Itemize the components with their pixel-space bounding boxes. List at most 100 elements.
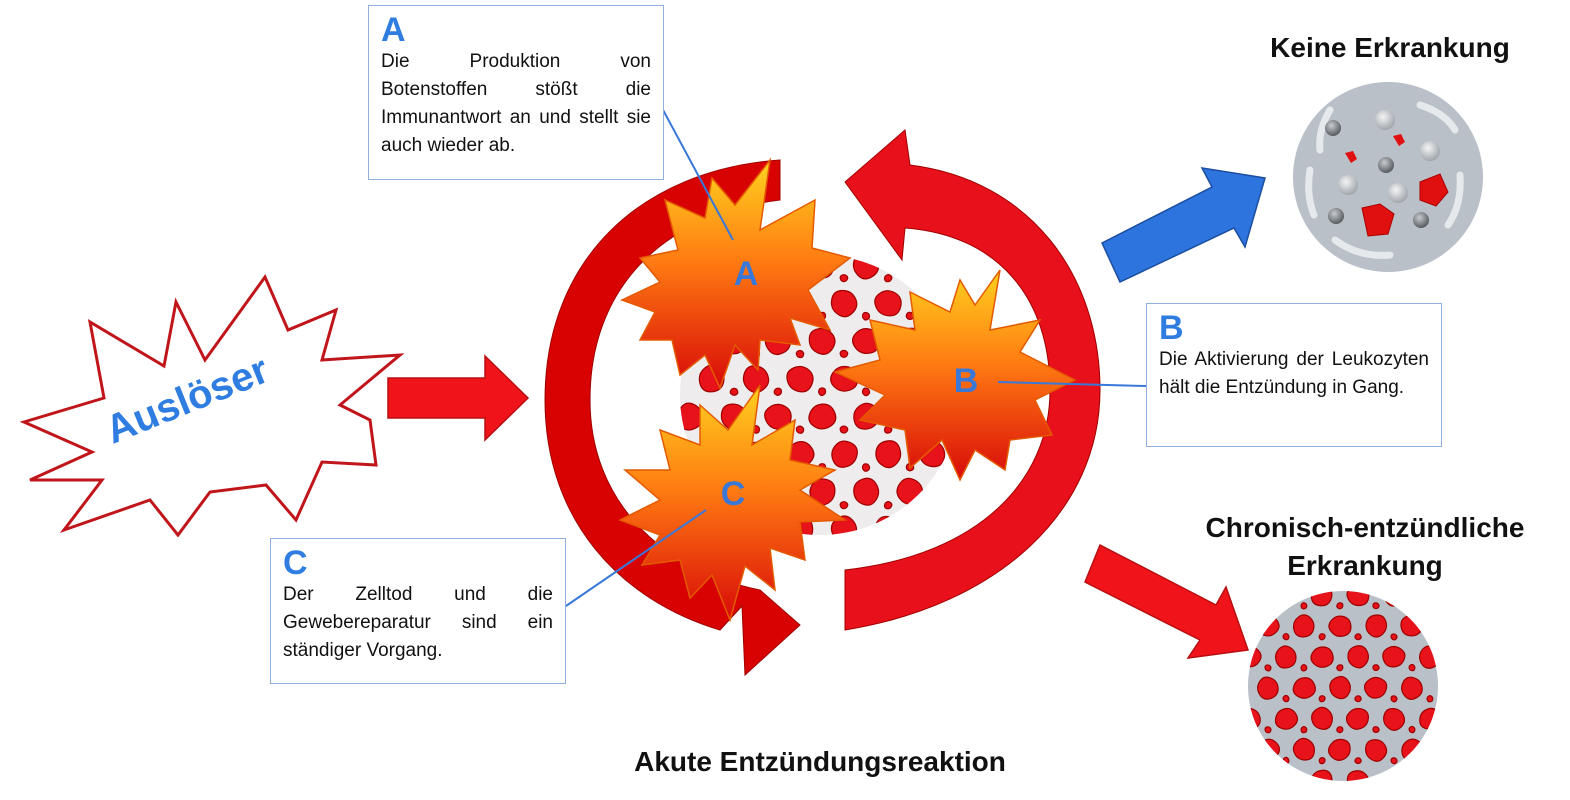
callout-a-text: Die Produktion von Botenstoffen stößt di…	[381, 51, 651, 156]
tissue-cell	[1401, 676, 1423, 700]
tissue-cell	[1445, 789, 1451, 795]
tissue-cell	[839, 501, 849, 510]
callout-c-text: Der Zelltod und die Gewebereparatur sind…	[283, 584, 553, 661]
burst-a-letter: A	[734, 255, 759, 293]
tissue-cell	[1336, 602, 1344, 610]
tissue-cell	[1310, 646, 1334, 668]
tissue-cell	[883, 273, 893, 283]
tissue-cell	[1256, 614, 1280, 637]
callout-b: B Die Aktivierung der Leukozyten hält di…	[1146, 303, 1442, 447]
tissue-cell	[861, 387, 871, 397]
burst-b-letter: B	[954, 362, 979, 400]
tissue-cell	[1418, 591, 1438, 606]
tissue-cell	[1426, 756, 1434, 765]
tissue-cell	[1292, 737, 1315, 761]
tissue-cell	[874, 515, 902, 535]
tissue-cell	[1382, 645, 1406, 668]
chronic-outcome-arrow	[1084, 543, 1250, 659]
trigger-arrow	[387, 354, 530, 442]
tissue-cell	[795, 425, 805, 434]
tissue-cell	[927, 500, 936, 510]
chronic-outcome-title-line1: Chronisch-entzündliche	[1205, 512, 1525, 543]
tissue-cell	[1336, 726, 1344, 734]
tissue-cell	[830, 289, 858, 318]
center-title: Akute Entzündungsreaktion	[634, 746, 1006, 777]
callout-c: C Der Zelltod und die Gewebereparatur si…	[270, 538, 566, 684]
tissue-cell	[874, 290, 902, 317]
tissue-cell	[1337, 789, 1343, 795]
tissue-cell	[1372, 602, 1380, 610]
tissue-cell	[1282, 756, 1290, 765]
tissue-cell	[1248, 591, 1262, 607]
tissue-cell	[1300, 725, 1308, 734]
tissue-cell	[1274, 707, 1299, 730]
tissue-cell	[861, 463, 871, 472]
tissue-cell	[1264, 602, 1272, 610]
tissue-cell	[1354, 633, 1362, 641]
tissue-cell	[1347, 645, 1369, 669]
tissue-cell	[1328, 615, 1352, 637]
tissue-cell	[852, 255, 880, 280]
healthy-outcome-title: Keine Erkrankung	[1270, 32, 1510, 63]
tissue-cell	[1390, 633, 1398, 641]
tissue-cell	[773, 387, 783, 396]
tissue-cell	[1264, 726, 1272, 734]
tissue-cell	[1282, 632, 1290, 641]
tissue-cell	[1401, 738, 1424, 761]
tissue-cell	[1311, 706, 1333, 730]
tissue-cell	[1345, 707, 1369, 730]
cycle-arrow-left	[544, 159, 801, 677]
tissue-cell	[861, 311, 871, 321]
tissue-cell	[1346, 770, 1370, 781]
trigger-starburst	[19, 273, 405, 538]
tissue-cell	[1426, 633, 1434, 641]
cycle-arrow-right	[844, 129, 1101, 631]
tissue-cell	[1372, 726, 1380, 734]
burst-a	[620, 157, 852, 391]
tissue-cell	[1336, 664, 1344, 672]
tissue-cell	[1346, 591, 1370, 607]
tissue-cell	[1310, 591, 1333, 607]
tissue-cell	[972, 274, 979, 281]
tissue-cell	[1373, 789, 1379, 795]
burst-c-letter: C	[721, 475, 746, 513]
leader-line-c	[565, 509, 707, 607]
tissue-cell	[1390, 695, 1398, 703]
tissue-cell	[1300, 602, 1308, 610]
tissue-cell	[808, 327, 836, 355]
tissue-cell	[1419, 645, 1438, 669]
tissue-cell	[853, 477, 880, 506]
tissue-cell	[1274, 768, 1298, 781]
tissue-cell	[1300, 664, 1308, 672]
tissue-cell	[1248, 769, 1262, 781]
tissue-cell	[1327, 738, 1351, 761]
tissue-cell	[1426, 694, 1434, 703]
tissue-cell	[1274, 591, 1298, 606]
callout-b-text: Die Aktivierung der Leukozyten hält die …	[1159, 349, 1429, 398]
tissue-cell	[1383, 707, 1406, 731]
tissue-cell	[863, 540, 870, 547]
tissue-cell	[1265, 789, 1271, 795]
tissue-cell	[1318, 633, 1326, 641]
tissue-cell	[1383, 769, 1406, 781]
tissue-cell	[729, 387, 739, 396]
tissue-cell	[1292, 614, 1315, 638]
tissue-cell	[764, 403, 792, 430]
burst-c	[618, 384, 848, 623]
tissue-cell	[1282, 694, 1290, 703]
tissue-cell	[1264, 664, 1272, 672]
tissue-cell	[831, 440, 858, 468]
callout-a-letter: A	[381, 11, 406, 49]
tissue-cell	[1257, 738, 1281, 761]
tissue-cell	[1419, 707, 1438, 730]
tissue-cell	[1445, 665, 1451, 671]
tissue-cell	[1274, 645, 1297, 669]
tissue-cell	[839, 349, 849, 358]
callout-a: A Die Produktion von Botenstoffen stößt …	[368, 5, 664, 180]
tissue-cell	[819, 539, 826, 546]
tissue-cell	[1408, 602, 1416, 610]
tissue-cell	[883, 501, 893, 510]
tissue-cell	[875, 440, 902, 469]
